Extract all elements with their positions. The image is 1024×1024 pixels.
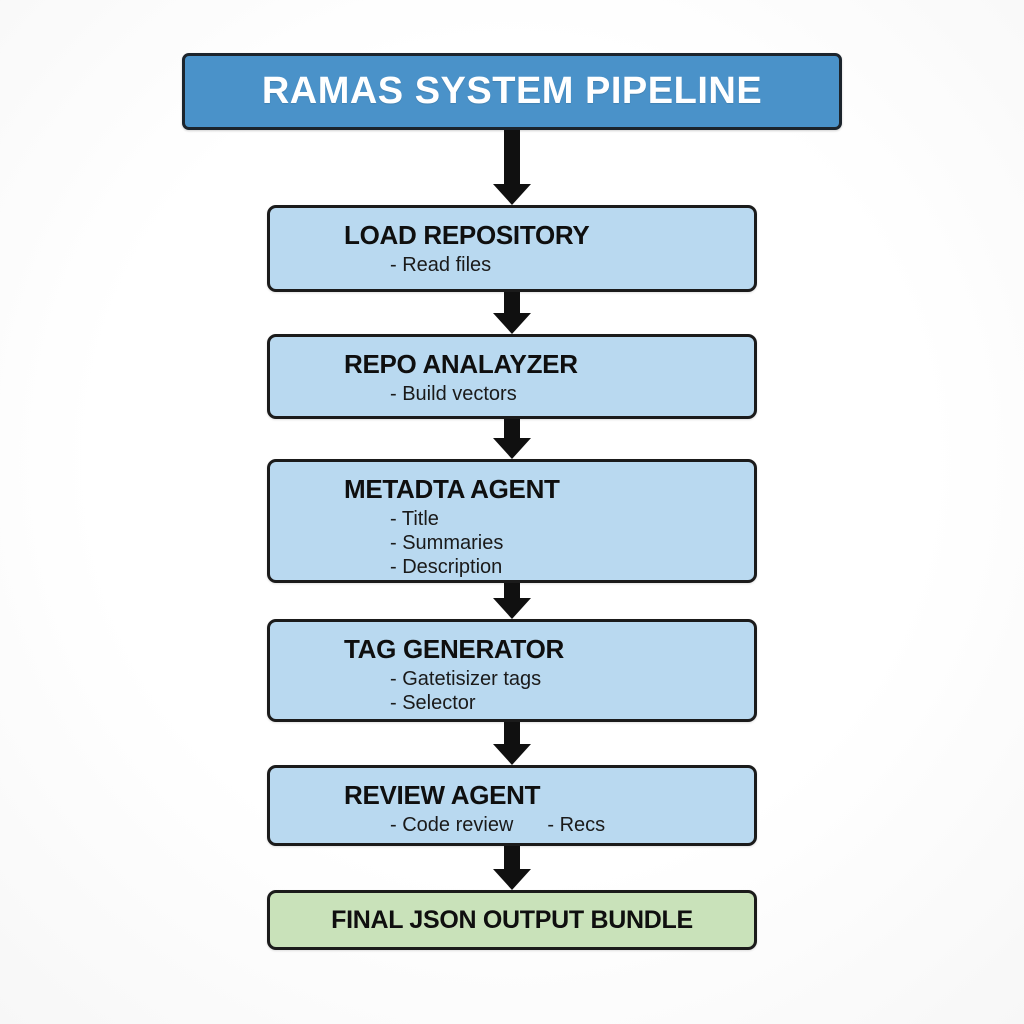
arrow-head-icon: [493, 598, 531, 619]
step-details: - Title - Summaries - Description: [344, 507, 734, 580]
arrow-head-icon: [493, 869, 531, 890]
step-details: - Code review - Recs: [344, 813, 734, 837]
down-arrow: [493, 130, 531, 205]
step-details: - Gatetisizer tags - Selector: [344, 667, 734, 716]
arrow-head-icon: [493, 184, 531, 205]
step-detail: - Recs: [547, 813, 606, 836]
step-details: - Build vectors: [344, 382, 734, 406]
arrow-stem: [504, 583, 520, 598]
down-arrow: [493, 419, 531, 459]
step-title: REPO ANALAYZER: [344, 349, 578, 379]
step-detail: - Code review: [390, 813, 514, 836]
final-output-title: FINAL JSON OUTPUT BUNDLE: [331, 905, 693, 934]
step-detail: - Summaries: [390, 531, 504, 554]
arrow-head-icon: [493, 744, 531, 765]
step-detail: - Read files: [390, 253, 492, 276]
arrow-stem: [504, 722, 520, 744]
step-review-agent: REVIEW AGENT - Code review - Recs: [267, 765, 757, 846]
step-title: LOAD REPOSITORY: [344, 220, 590, 250]
arrow-head-icon: [493, 313, 531, 334]
step-detail: - Description: [390, 556, 503, 579]
down-arrow: [493, 722, 531, 765]
step-title: TAG GENERATOR: [344, 634, 564, 664]
step-detail: - Selector: [390, 691, 476, 714]
pipeline-header-box: RAMAS SYSTEM PIPELINE: [182, 53, 842, 130]
step-metadata-agent: METADTA AGENT - Title - Summaries - Desc…: [267, 459, 757, 583]
step-detail: - Title: [390, 507, 439, 530]
arrow-head-icon: [493, 438, 531, 459]
step-tag-generator: TAG GENERATOR - Gatetisizer tags - Selec…: [267, 619, 757, 722]
arrow-stem: [504, 846, 520, 869]
step-detail-row: - Code review - Recs: [390, 813, 734, 837]
step-detail: - Build vectors: [390, 382, 517, 405]
final-output-box: FINAL JSON OUTPUT BUNDLE: [267, 890, 757, 950]
step-load-repository: LOAD REPOSITORY - Read files: [267, 205, 757, 292]
pipeline-title: RAMAS SYSTEM PIPELINE: [261, 70, 763, 112]
step-title: REVIEW AGENT: [344, 780, 541, 810]
arrow-stem: [504, 292, 520, 313]
step-title: METADTA AGENT: [344, 474, 560, 504]
arrow-stem: [504, 130, 520, 184]
step-detail: - Gatetisizer tags: [390, 667, 542, 690]
arrow-stem: [504, 419, 520, 438]
step-details: - Read files: [344, 253, 734, 277]
down-arrow: [493, 583, 531, 619]
down-arrow: [493, 292, 531, 334]
step-repo-analyzer: REPO ANALAYZER - Build vectors: [267, 334, 757, 419]
down-arrow: [493, 846, 531, 890]
